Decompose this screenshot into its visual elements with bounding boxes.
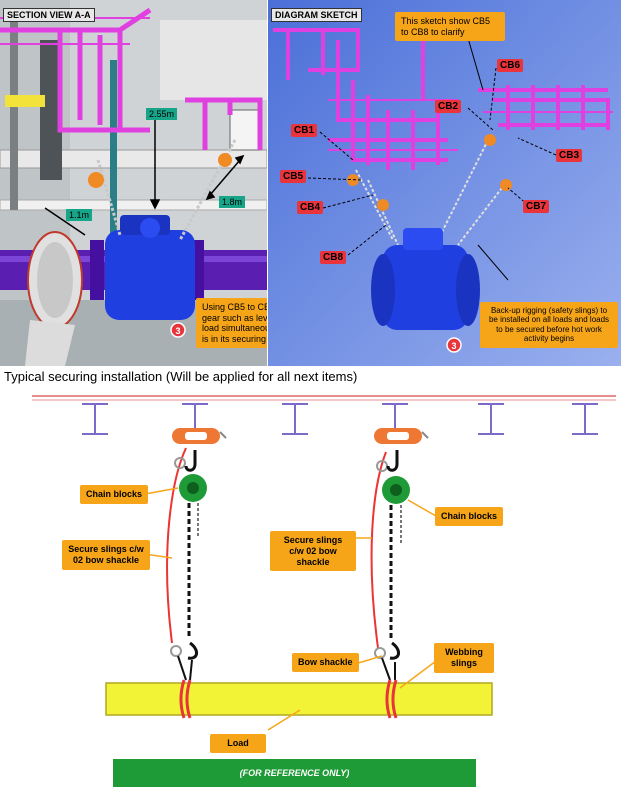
- section-view-panel: 3 SECTION VIEW A-A 2.55m 1.1m 1.8m Using…: [0, 0, 267, 366]
- diagram-sketch-title: DIAGRAM SKETCH: [271, 8, 362, 22]
- backup-rigging-note: Back-up rigging (safety slings) to be in…: [480, 302, 618, 348]
- label-cb2: CB2: [435, 100, 462, 113]
- label-cb5: CB5: [280, 170, 307, 183]
- section-view-note: Using CB5 to CB8 and other lifting gear …: [196, 298, 267, 349]
- sketch-badge: 3: [451, 341, 456, 351]
- label-load: Load: [210, 734, 266, 753]
- label-bow-shackle: Bow shackle: [292, 653, 359, 672]
- label-chain-blocks-left: Chain blocks: [80, 485, 149, 504]
- dimension-label-1-1m: 1.1m: [66, 209, 93, 221]
- dimension-label-2-55m: 2.55m: [146, 108, 178, 120]
- label-secure-slings-left: Secure slings c/w 02 bow shackle: [62, 540, 150, 570]
- label-cb7: CB7: [523, 200, 550, 213]
- dimension-label-1-8m: 1.8m: [219, 196, 246, 208]
- diagram-sketch-panel: 3 DIAGRAM SKETCH This sketch show CB5 to…: [268, 0, 621, 366]
- securing-installation-panel: Chain blocks Chain blocks Secure slings …: [0, 388, 621, 758]
- label-secure-slings-right: Secure slings c/w 02 bow shackle: [270, 531, 356, 572]
- left-hoist-assembly: [166, 428, 227, 681]
- label-cb3: CB3: [556, 149, 583, 162]
- label-cb6: CB6: [497, 59, 524, 72]
- label-cb1: CB1: [291, 124, 318, 137]
- label-cb8: CB8: [320, 251, 347, 264]
- label-chain-blocks-right: Chain blocks: [435, 507, 504, 526]
- caption: Typical securing installation (Will be a…: [4, 369, 358, 384]
- diagram-sketch-note: This sketch show CB5 to CB8 to clarify: [395, 12, 505, 42]
- section-badge: 3: [175, 326, 180, 336]
- section-view-illustration: 3: [0, 0, 267, 366]
- securing-installation-illustration: [32, 395, 616, 731]
- right-hoist-assembly: [370, 428, 429, 681]
- label-cb4: CB4: [297, 201, 324, 214]
- section-view-title: SECTION VIEW A-A: [3, 8, 95, 22]
- label-webbing-slings: Webbing slings: [434, 643, 494, 673]
- reference-only-banner: (FOR REFERENCE ONLY): [113, 759, 476, 787]
